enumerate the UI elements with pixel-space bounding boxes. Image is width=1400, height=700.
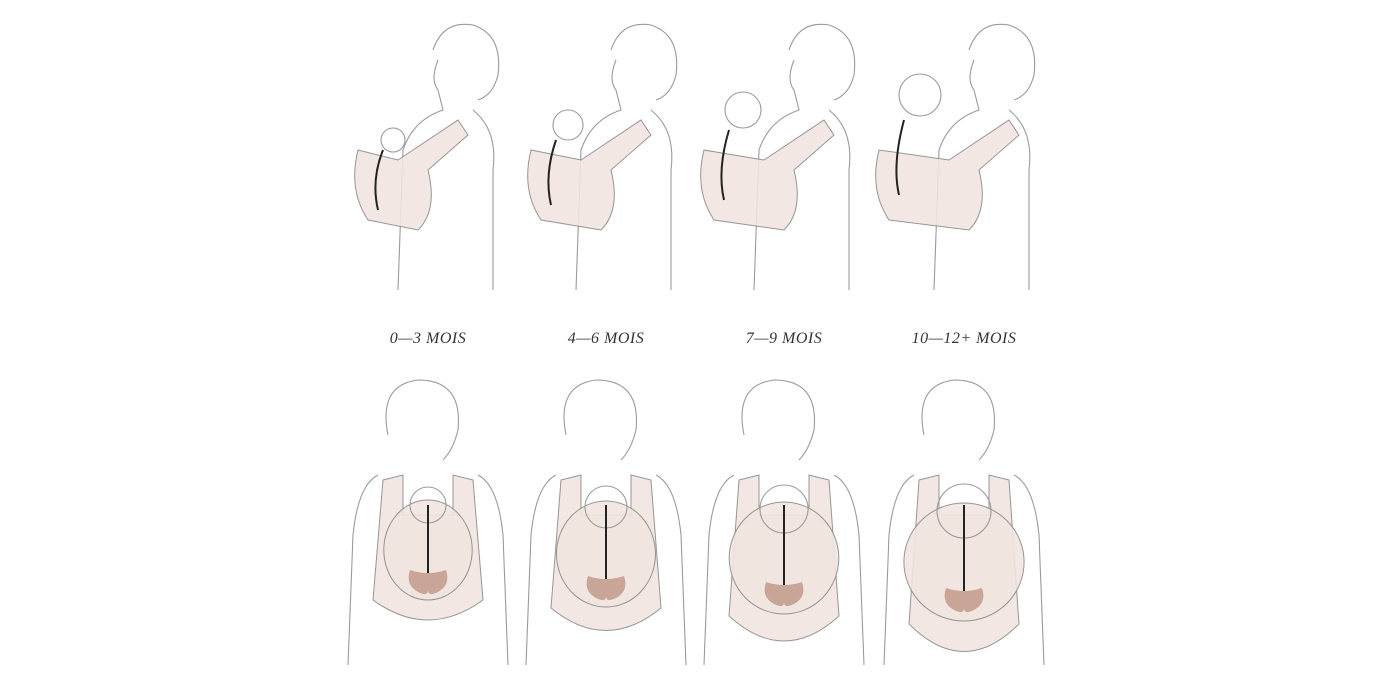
stage-label-10-12: 10—12+ MOIS: [911, 330, 1017, 347]
mother-body-front: [883, 474, 1045, 666]
baby-pelvis-icon: [586, 576, 626, 601]
baby-head-side: [552, 109, 584, 141]
mother-body-side: [933, 59, 1031, 291]
carrier-side: [354, 119, 469, 231]
stage-label-4-6: 4—6 MOIS: [567, 330, 645, 347]
baby-pelvis-icon: [944, 588, 984, 613]
baby-spine-side: [895, 119, 905, 196]
mother-hair-front: [921, 379, 996, 461]
carrier-side: [700, 119, 835, 231]
mother-hair: [968, 23, 1036, 101]
carrier-side: [875, 119, 1020, 231]
carrier-side: [527, 119, 652, 231]
mother-hair-front: [563, 379, 638, 461]
mother-body-side: [397, 59, 495, 291]
mother-body-front: [525, 474, 687, 666]
baby-head-side: [724, 91, 762, 129]
baby-spine-side: [547, 139, 557, 206]
mother-hair-front: [385, 379, 460, 461]
stage-label-7-9: 7—9 MOIS: [745, 330, 823, 347]
baby-head-side: [380, 127, 406, 153]
mother-body-side: [753, 59, 851, 291]
mother-hair: [610, 23, 678, 101]
baby-head-side: [898, 73, 942, 117]
baby-spine-side: [374, 149, 384, 211]
baby-pelvis-icon: [764, 582, 804, 607]
mother-hair: [788, 23, 856, 101]
mother-body-front: [347, 474, 509, 666]
mother-hair: [432, 23, 500, 101]
mother-hair-front: [741, 379, 816, 461]
baby-pelvis-icon: [408, 570, 448, 595]
stage-label-0-3: 0—3 MOIS: [389, 330, 467, 347]
mother-body-front: [703, 474, 865, 666]
baby-spine-side: [720, 129, 730, 201]
mother-body-side: [575, 59, 673, 291]
